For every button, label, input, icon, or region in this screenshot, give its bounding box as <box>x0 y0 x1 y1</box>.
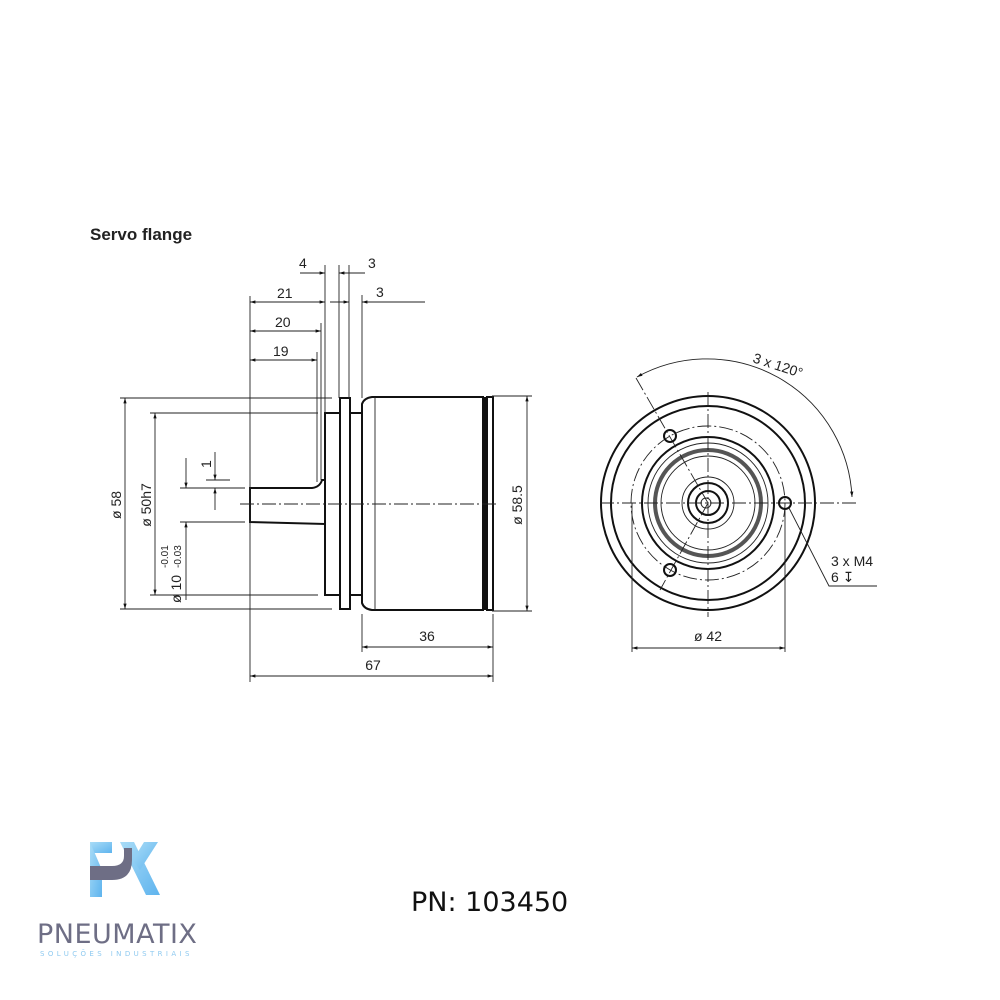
mounting-hole <box>778 496 792 510</box>
part-number: PN: 103450 <box>411 887 568 918</box>
depth-label: 6 ↧ <box>831 569 854 585</box>
dia-58-label: ø 58 <box>108 491 124 519</box>
dia-42-label: ø 42 <box>694 628 722 644</box>
dim-67-label: 67 <box>365 657 381 673</box>
shaft <box>249 479 326 526</box>
dia-50h7-label: ø 50h7 <box>138 483 154 527</box>
mounting-hole <box>663 563 677 577</box>
front-view: 3 x 120° 3 x M4 6 ↧ ø 42 <box>600 350 877 652</box>
side-view: 4 3 21 3 20 19 1 ø 58 ø 50h7 ø 10 -0.01 … <box>108 255 532 682</box>
logo-name: PNEUMATIX <box>37 919 197 950</box>
dia-10-tol-upper: -0.01 <box>160 545 171 568</box>
flange-plate <box>339 397 351 610</box>
dim-4-label: 4 <box>299 255 307 271</box>
logo-tagline: SOLUÇÕES INDUSTRIAIS <box>40 949 193 958</box>
dim-3-top-label: 3 <box>368 255 376 271</box>
dim-21-label: 21 <box>277 285 293 301</box>
dim-3-second-label: 3 <box>376 284 384 300</box>
dia-58-5-label: ø 58.5 <box>509 485 525 525</box>
dim-1-label: 1 <box>198 460 214 468</box>
thread-label: 3 x M4 <box>831 553 873 569</box>
dia-10-label: ø 10 <box>168 575 184 603</box>
dim-20-label: 20 <box>275 314 291 330</box>
dia-10-tol-lower: -0.03 <box>173 545 184 568</box>
mounting-hole <box>663 429 677 443</box>
dim-36-label: 36 <box>419 628 435 644</box>
angle-label: 3 x 120° <box>751 350 805 381</box>
pneumatix-logo: PNEUMATIX SOLUÇÕES INDUSTRIAIS <box>37 842 197 958</box>
drawing-title: Servo flange <box>90 225 192 244</box>
housing <box>361 396 484 611</box>
dim-19-label: 19 <box>273 343 289 359</box>
